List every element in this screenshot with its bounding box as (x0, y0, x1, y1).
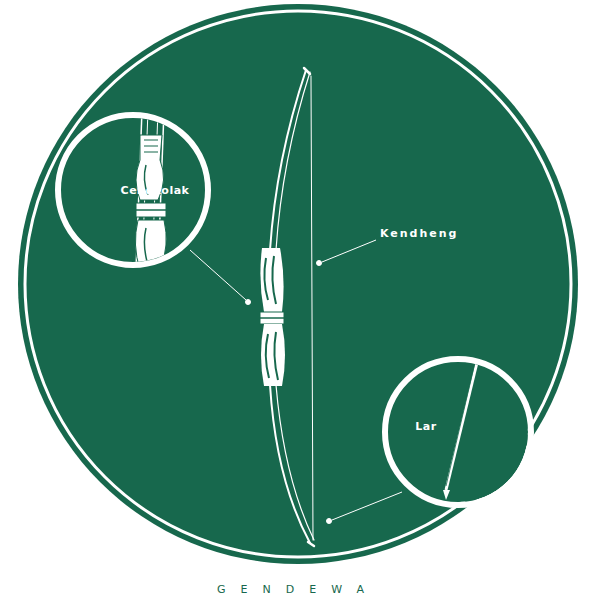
inset-border (58, 115, 208, 265)
bow-grip (260, 248, 285, 386)
background-disk (18, 4, 578, 564)
white-ring (25, 11, 571, 557)
part-name: Kendheng (380, 227, 459, 240)
part-name: Cengkolak (121, 184, 190, 197)
title-arc-text: GENDEWA (217, 583, 379, 596)
arrow-detail (388, 350, 528, 502)
inset-ring (380, 354, 536, 510)
inset-border (385, 359, 531, 505)
cengkolak-inset: Cengkolak (53, 110, 213, 270)
leader-line (190, 240, 402, 524)
lar-inset: Lar (380, 354, 536, 510)
part-name: Lar (415, 420, 436, 433)
